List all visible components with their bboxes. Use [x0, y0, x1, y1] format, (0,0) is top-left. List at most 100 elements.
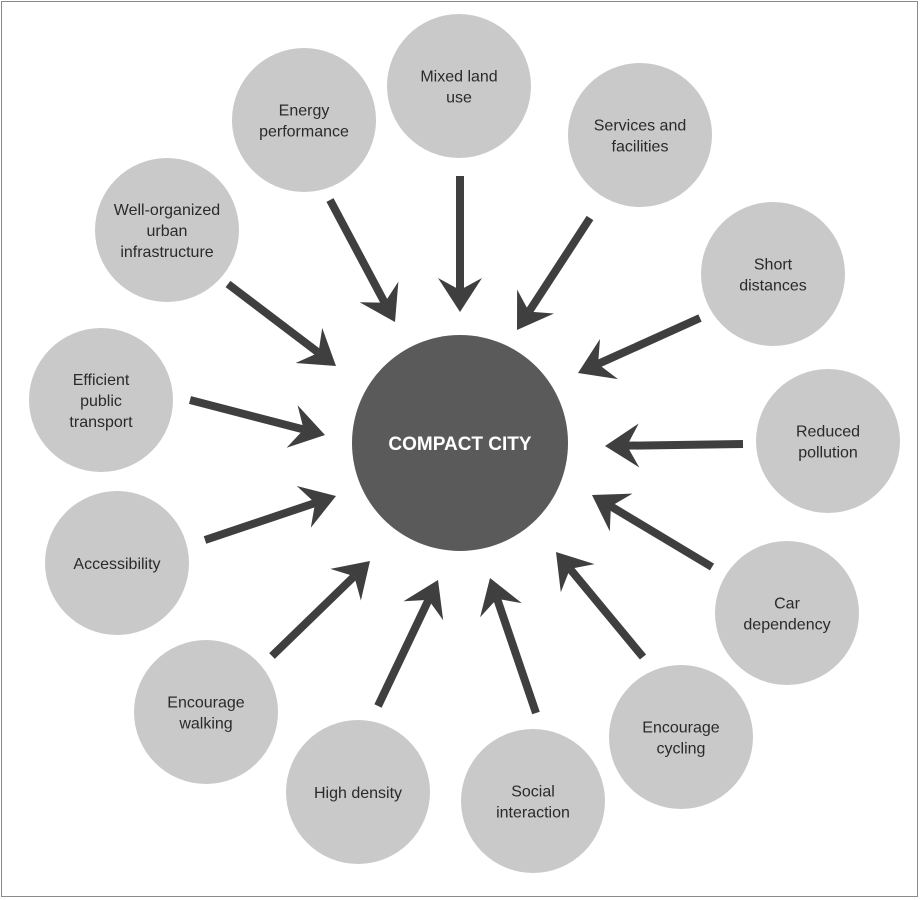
factor-label-line: Encourage: [167, 695, 244, 712]
factor-circle-car-dependency: [715, 541, 859, 685]
factor-label-services-and-facilities: Services and facilities: [594, 118, 687, 156]
arrow-shaft: [566, 566, 647, 660]
factor-label-line: Car: [774, 596, 800, 613]
center-node: COMPACT CITY: [352, 335, 568, 551]
arrow-shaft: [596, 314, 702, 368]
arrow-head: [438, 278, 482, 312]
arrow-head: [403, 580, 444, 621]
factor-circle-accessibility: [45, 491, 189, 635]
arrow-from-car-dependency: [592, 493, 715, 571]
arrow-shaft: [203, 499, 317, 544]
arrow-head: [556, 552, 595, 593]
arrow-shaft: [188, 396, 305, 434]
factor-circle-social-interaction: [461, 729, 605, 873]
arrow-from-social-interaction: [480, 578, 540, 715]
arrow-shaft: [626, 440, 744, 450]
factor-label-encourage-walking: Encourage walking: [167, 695, 244, 733]
factor-label-line: Accessibility: [73, 556, 160, 573]
factor-label-line: performance: [259, 124, 349, 141]
factor-node-well-organized-urban-infrastructure: Well-organized urban infrastructure: [95, 158, 239, 302]
factor-node-services-and-facilities: Services and facilities: [568, 63, 712, 207]
factor-node-efficient-public-transport: Efficient public transport: [29, 328, 173, 472]
factor-label-line: Energy: [279, 103, 330, 120]
arrow-head: [295, 327, 336, 366]
arrow-from-efficient-public-transport: [188, 396, 325, 448]
arrow-shaft: [326, 198, 389, 305]
factor-circle-reduced-pollution: [756, 369, 900, 513]
factor-label-accessibility: Accessibility: [73, 556, 160, 573]
arrow-shaft: [374, 598, 433, 708]
center-circle: [352, 335, 568, 551]
arrow-head: [592, 493, 633, 532]
factor-label-line: cycling: [657, 741, 706, 758]
factor-label-line: public: [80, 393, 122, 410]
factor-node-encourage-walking: Encourage walking: [134, 640, 278, 784]
factor-label-line: Efficient: [73, 372, 130, 389]
factor-label-line: infrastructure: [120, 244, 213, 261]
arrow-from-encourage-walking: [269, 561, 370, 659]
factor-node-mixed-land-use: Mixed land use: [387, 14, 531, 158]
factor-label-well-organized-urban-infrastructure: Well-organized urban infrastructure: [114, 202, 220, 261]
factor-circle-encourage-cycling: [609, 665, 753, 809]
factor-circle-high-density: [286, 720, 430, 864]
factor-label-high-density: High density: [314, 785, 402, 802]
arrow-head: [330, 561, 370, 601]
factor-label-line: distances: [739, 278, 807, 295]
factor-label-line: facilities: [612, 139, 669, 156]
arrow-from-services-and-facilities: [517, 215, 594, 330]
factor-circle-short-distances: [701, 202, 845, 346]
factor-label-line: Encourage: [642, 720, 719, 737]
arrows-layer: [188, 176, 744, 715]
factor-circle-well-organized-urban-infrastructure: [95, 158, 239, 302]
factor-label-line: dependency: [743, 617, 830, 634]
factor-node-accessibility: Accessibility: [45, 491, 189, 635]
factor-node-encourage-cycling: Encourage cycling: [609, 665, 753, 809]
arrow-head: [359, 281, 399, 322]
arrow-from-well-organized-urban-infrastructure: [225, 280, 336, 366]
factor-label-car-dependency: Car dependency: [743, 596, 830, 634]
factor-label-line: transport: [69, 414, 133, 431]
factor-label-line: walking: [178, 716, 232, 733]
center-label: COMPACT CITY: [388, 434, 532, 455]
factor-label-mixed-land-use: Mixed land use: [420, 69, 497, 107]
factor-circle-efficient-public-transport: [29, 328, 173, 472]
factor-circle-energy-performance: [232, 48, 376, 192]
arrow-head: [605, 423, 640, 468]
factor-node-high-density: High density: [286, 720, 430, 864]
factor-label-line: Short: [754, 257, 793, 274]
factor-label-short-distances: Short distances: [739, 257, 807, 295]
arrow-shaft: [225, 280, 321, 356]
factor-circle-services-and-facilities: [568, 63, 712, 207]
factor-node-short-distances: Short distances: [701, 202, 845, 346]
arrow-shaft: [525, 215, 594, 314]
factor-label-encourage-cycling: Encourage cycling: [642, 720, 719, 758]
arrow-shaft: [608, 502, 715, 571]
factor-label-efficient-public-transport: Efficient public transport: [69, 372, 133, 431]
factor-node-car-dependency: Car dependency: [715, 541, 859, 685]
arrow-from-reduced-pollution: [605, 423, 744, 468]
factor-label-line: High density: [314, 785, 402, 802]
arrow-head: [296, 486, 336, 528]
factor-label-line: Well-organized: [114, 202, 220, 219]
arrow-head: [480, 578, 522, 618]
factor-label-line: urban: [147, 223, 188, 240]
factor-label-line: Services and: [594, 118, 687, 135]
arrow-head: [578, 339, 618, 380]
factor-label-line: interaction: [496, 805, 570, 822]
arrow-from-mixed-land-use: [438, 176, 482, 312]
arrow-from-short-distances: [578, 314, 702, 380]
factor-label-line: Reduced: [796, 424, 860, 441]
factor-circle-encourage-walking: [134, 640, 278, 784]
factor-label-energy-performance: Energy performance: [259, 103, 349, 141]
arrow-from-encourage-cycling: [556, 552, 647, 660]
arrow-from-high-density: [374, 580, 444, 708]
factor-label-line: use: [446, 90, 472, 107]
arrow-head: [517, 289, 554, 330]
arrow-from-energy-performance: [326, 198, 399, 322]
factor-label-line: Mixed land: [420, 69, 497, 86]
